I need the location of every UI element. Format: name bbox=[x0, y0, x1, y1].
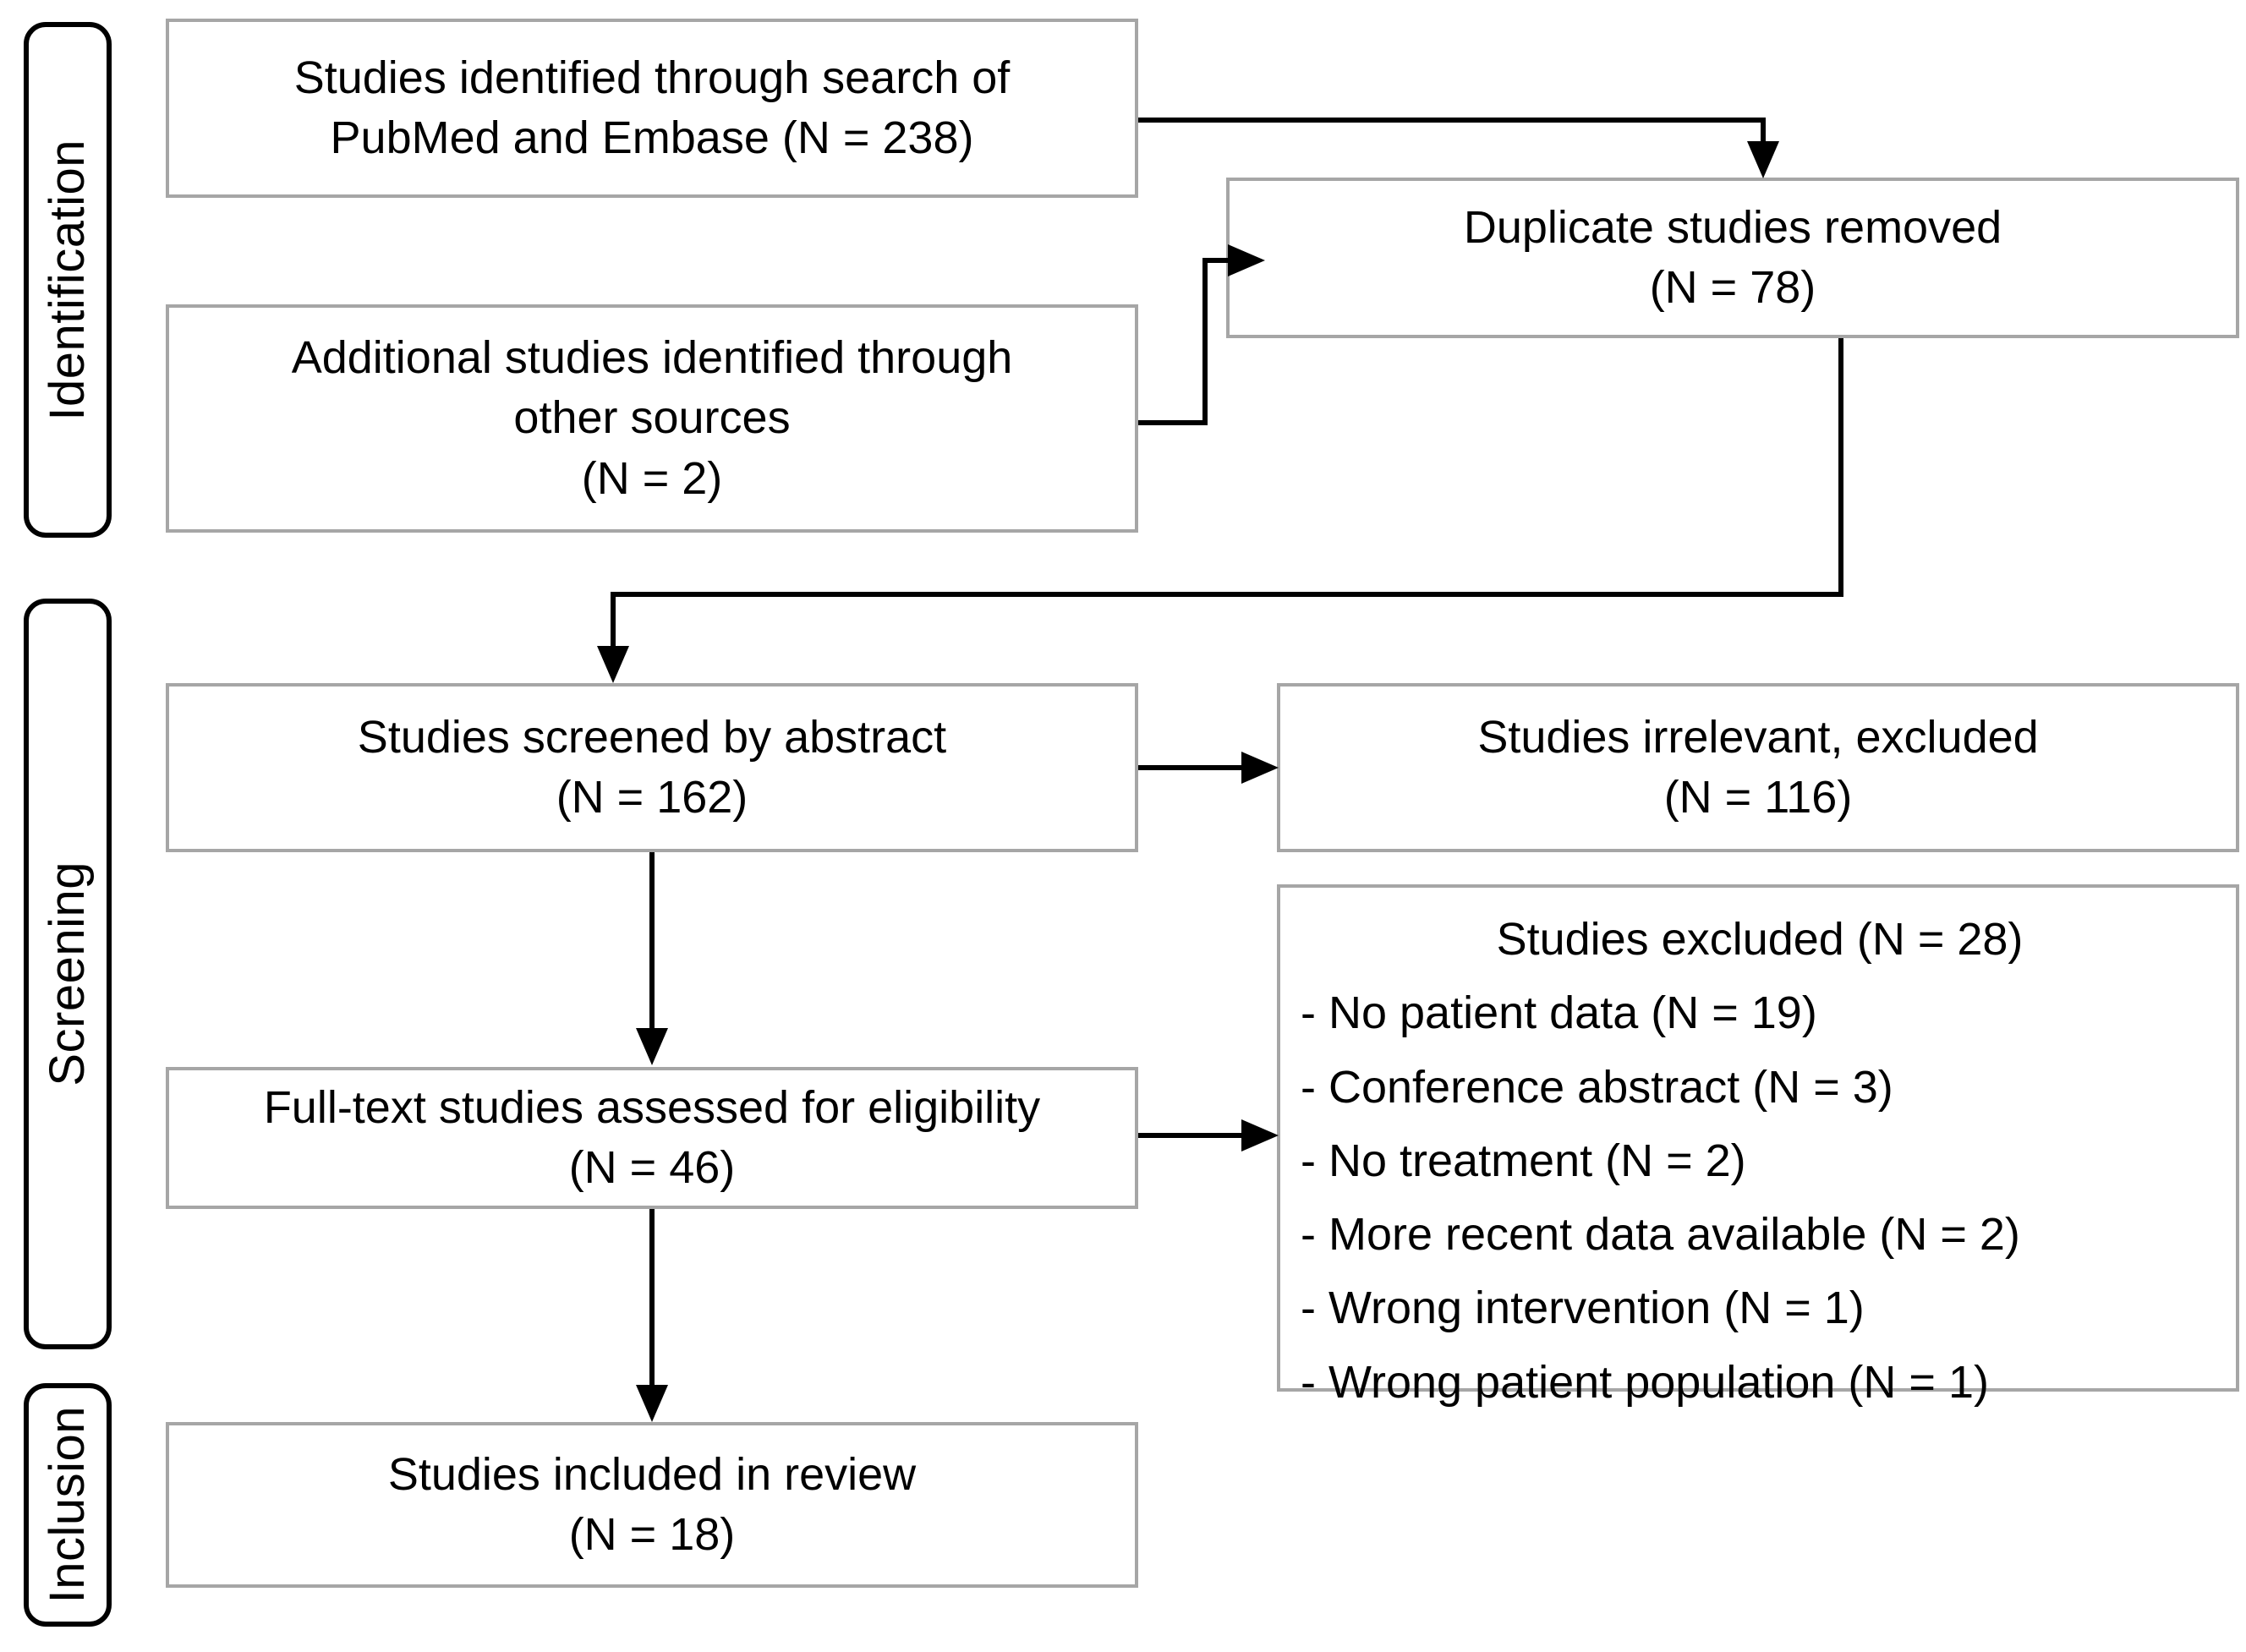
connector-fulltext-to-included-vertical bbox=[649, 1209, 655, 1388]
excluded-reason-conference-abstract: - Conference abstract (N = 3) bbox=[1301, 1061, 1893, 1113]
connector-other-to-duplicates-horizontal-upper bbox=[1202, 258, 1240, 263]
box-studies-included-in-review: Studies included in review (N = 18) bbox=[166, 1422, 1138, 1588]
box-additional-studies-other-sources-text: Additional studies identified through ot… bbox=[291, 332, 1013, 504]
connector-other-to-duplicates-horizontal-lower bbox=[1138, 420, 1208, 425]
connector-other-to-duplicates-vertical bbox=[1202, 258, 1208, 425]
box-duplicate-studies-removed: Duplicate studies removed (N = 78) bbox=[1226, 178, 2239, 338]
connector-duplicates-to-screened-vertical-right bbox=[1838, 338, 1843, 597]
box-studies-irrelevant-excluded-text: Studies irrelevant, excluded (N = 116) bbox=[1477, 711, 2039, 823]
connector-screened-to-irrelevant-horizontal bbox=[1138, 765, 1250, 770]
stage-label-identification: Identification bbox=[24, 22, 112, 538]
studies-excluded-title: Studies excluded (N = 28) bbox=[1496, 914, 2024, 965]
connector-screened-to-fulltext-vertical bbox=[649, 852, 655, 1031]
box-fulltext-studies-assessed: Full-text studies assessed for eligibili… bbox=[166, 1067, 1138, 1209]
connector-other-to-duplicates-arrowhead bbox=[1228, 244, 1265, 276]
connector-screened-to-irrelevant-arrowhead bbox=[1241, 752, 1279, 784]
excluded-reason-no-treatment: - No treatment (N = 2) bbox=[1301, 1135, 1746, 1186]
connector-fulltext-to-excluded-arrowhead bbox=[1241, 1119, 1279, 1151]
stage-label-inclusion-text: Inclusion bbox=[40, 1406, 95, 1604]
box-studies-screened-by-abstract-text: Studies screened by abstract (N = 162) bbox=[357, 711, 947, 823]
excluded-reason-no-patient-data: - No patient data (N = 19) bbox=[1301, 987, 1817, 1039]
excluded-reason-wrong-intervention: - Wrong intervention (N = 1) bbox=[1301, 1283, 1865, 1334]
stage-label-screening: Screening bbox=[24, 599, 112, 1349]
box-studies-identified-search: Studies identified through search of Pub… bbox=[166, 19, 1138, 198]
connector-duplicates-to-screened-arrowhead bbox=[597, 646, 629, 683]
box-duplicate-studies-removed-text: Duplicate studies removed (N = 78) bbox=[1463, 201, 2002, 313]
connector-search-to-duplicates-vertical bbox=[1761, 118, 1766, 145]
box-studies-included-in-review-text: Studies included in review (N = 18) bbox=[387, 1448, 917, 1560]
box-studies-excluded-reasons: Studies excluded (N = 28) - No patient d… bbox=[1277, 884, 2239, 1408]
connector-search-to-duplicates-horizontal bbox=[1138, 118, 1766, 123]
connector-search-to-duplicates-arrowhead bbox=[1747, 141, 1779, 178]
connector-screened-to-fulltext-arrowhead bbox=[636, 1028, 668, 1065]
connector-fulltext-to-excluded-horizontal bbox=[1138, 1133, 1250, 1138]
box-studies-screened-by-abstract: Studies screened by abstract (N = 162) bbox=[166, 683, 1138, 852]
box-fulltext-studies-assessed-text: Full-text studies assessed for eligibili… bbox=[263, 1081, 1041, 1193]
connector-duplicates-to-screened-vertical-left bbox=[611, 592, 616, 649]
excluded-reason-wrong-patient-population: - Wrong patient population (N = 1) bbox=[1301, 1356, 1989, 1408]
box-additional-studies-other-sources: Additional studies identified through ot… bbox=[166, 304, 1138, 533]
excluded-reason-more-recent-data: - More recent data available (N = 2) bbox=[1301, 1209, 2020, 1261]
box-studies-identified-search-text: Studies identified through search of Pub… bbox=[293, 52, 1011, 163]
connector-duplicates-to-screened-horizontal bbox=[611, 592, 1843, 597]
stage-label-screening-text: Screening bbox=[40, 862, 95, 1086]
stage-label-identification-text: Identification bbox=[40, 139, 95, 421]
box-studies-irrelevant-excluded: Studies irrelevant, excluded (N = 116) bbox=[1277, 683, 2239, 852]
connector-fulltext-to-included-arrowhead bbox=[636, 1385, 668, 1422]
stage-label-inclusion: Inclusion bbox=[24, 1383, 112, 1627]
